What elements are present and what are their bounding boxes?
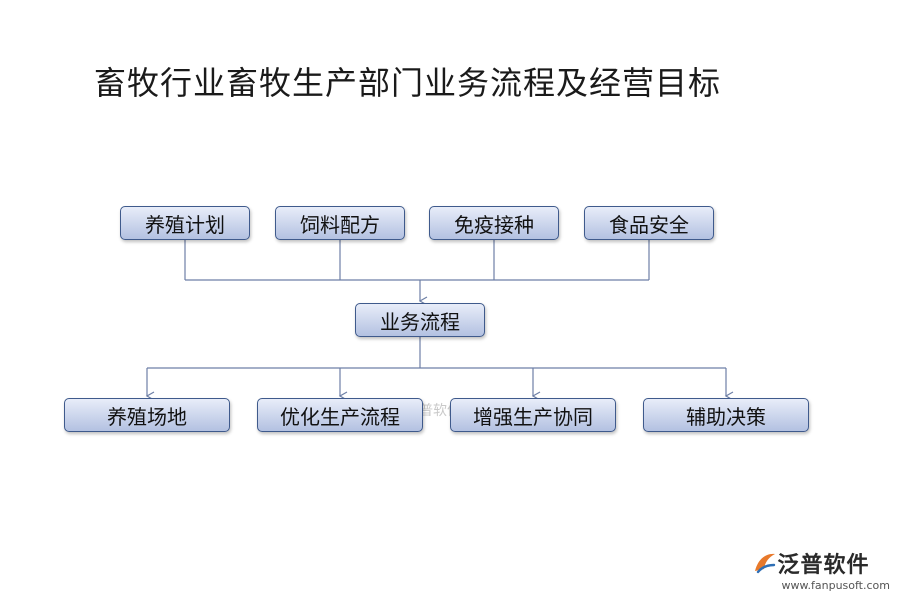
fanpu-logo-icon <box>754 553 775 574</box>
node-breeding-plan: 养殖计划 <box>120 206 250 240</box>
logo-url: www.fanpusoft.com <box>781 579 890 592</box>
node-breeding-site: 养殖场地 <box>64 398 230 432</box>
node-enhance-collaboration: 增强生产协同 <box>450 398 616 432</box>
node-immunization: 免疫接种 <box>429 206 559 240</box>
brand-logo: 泛普软件 www.fanpusoft.com <box>752 547 890 592</box>
node-feed-formula: 饲料配方 <box>275 206 405 240</box>
node-optimize-process: 优化生产流程 <box>257 398 423 432</box>
node-food-safety: 食品安全 <box>584 206 714 240</box>
node-decision-support: 辅助决策 <box>643 398 809 432</box>
node-business-process: 业务流程 <box>355 303 485 337</box>
page-title: 畜牧行业畜牧生产部门业务流程及经营目标 <box>94 64 722 102</box>
logo-name: 泛普软件 <box>777 553 870 578</box>
